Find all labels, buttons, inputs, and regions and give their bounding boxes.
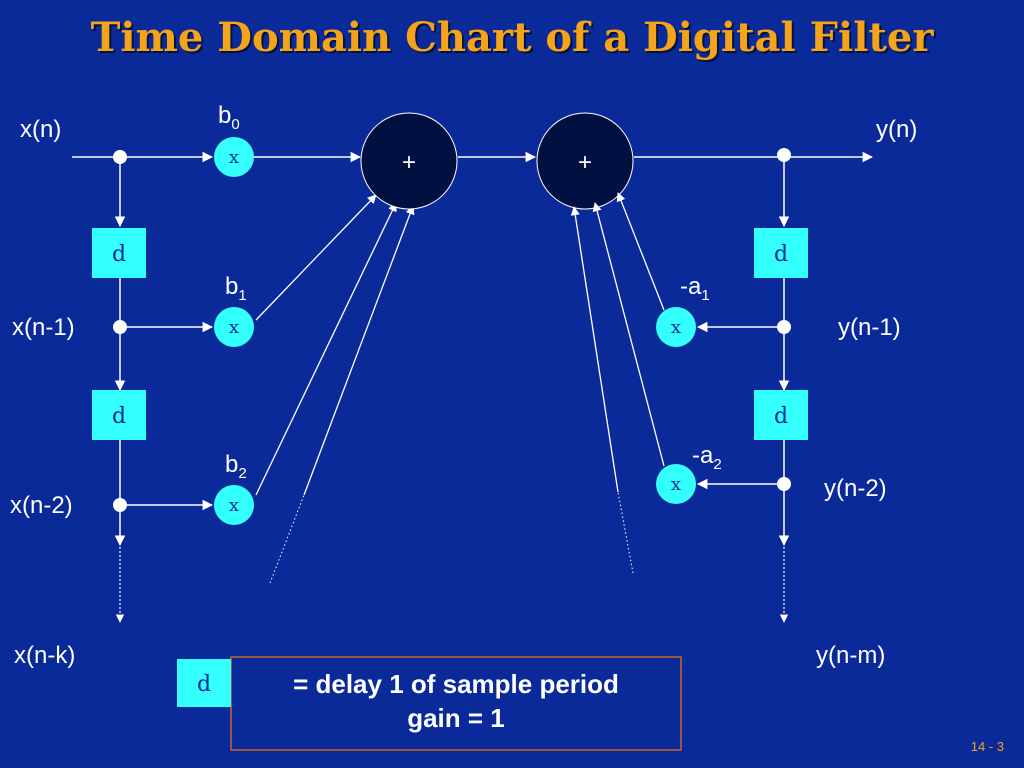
tap-node-yn [777, 148, 791, 162]
coef-a1: -a1 [680, 273, 710, 304]
svg-text:d: d [112, 404, 126, 429]
svg-text:x: x [229, 317, 239, 338]
bk-to-adder [303, 205, 415, 496]
delay-block-right-1: d [754, 228, 808, 278]
svg-text:d: d [774, 404, 788, 429]
svg-text:d: d [774, 242, 788, 267]
label-xnk: x(n-k) [14, 642, 75, 669]
multiplier-b2: x [214, 485, 254, 525]
am-to-adder [570, 206, 619, 493]
multiplier-a2: x [656, 464, 696, 504]
svg-text:+: + [578, 149, 592, 176]
b1-to-adder [255, 194, 377, 321]
coef-b1: b1 [225, 273, 247, 304]
label-yn: y(n) [876, 116, 917, 143]
adder-left: + [360, 112, 458, 210]
page-number: 14 - 3 [970, 739, 1004, 754]
svg-text:d: d [197, 672, 211, 697]
legend: d [177, 656, 682, 751]
tap-node-yn1 [777, 320, 791, 334]
delay-block-left-2: d [92, 390, 146, 440]
tap-node-xn [113, 150, 127, 164]
legend-line-1: = delay 1 of sample period [293, 669, 619, 699]
coef-b0: b0 [218, 102, 240, 133]
tap-node-xn2 [113, 498, 127, 512]
legend-delay-symbol: d [177, 659, 231, 707]
a2-to-adder [592, 202, 665, 467]
b2-to-adder [255, 202, 397, 496]
delay-block-right-2: d [754, 390, 808, 440]
legend-text: = delay 1 of sample period gain = 1 [232, 667, 680, 735]
delay-block-left-1: d [92, 228, 146, 278]
am-dotted [617, 491, 634, 574]
label-xn: x(n) [20, 116, 61, 143]
svg-text:x: x [671, 474, 681, 495]
multiplier-b0: x [214, 137, 254, 177]
svg-text:x: x [671, 317, 681, 338]
coef-b2: b2 [225, 451, 247, 482]
a1-to-adder [616, 192, 665, 311]
label-xn2: x(n-2) [10, 492, 73, 519]
adder-right: + [536, 112, 634, 210]
svg-text:d: d [112, 242, 126, 267]
label-yn2: y(n-2) [824, 475, 887, 502]
legend-line-2: gain = 1 [407, 703, 505, 733]
page-title: Time Domain Chart of a Digital Filter [90, 14, 934, 61]
bk-dotted [269, 494, 305, 584]
tap-node-yn2 [777, 477, 791, 491]
multiplier-a1: x [656, 307, 696, 347]
multiplier-b1: x [214, 307, 254, 347]
svg-text:+: + [402, 149, 416, 176]
label-xn1: x(n-1) [12, 314, 75, 341]
label-ynm: y(n-m) [816, 642, 885, 669]
coef-a2: -a2 [692, 442, 722, 473]
tap-node-xn1 [113, 320, 127, 334]
label-yn1: y(n-1) [838, 314, 901, 341]
svg-text:x: x [229, 495, 239, 516]
svg-text:x: x [229, 147, 239, 168]
